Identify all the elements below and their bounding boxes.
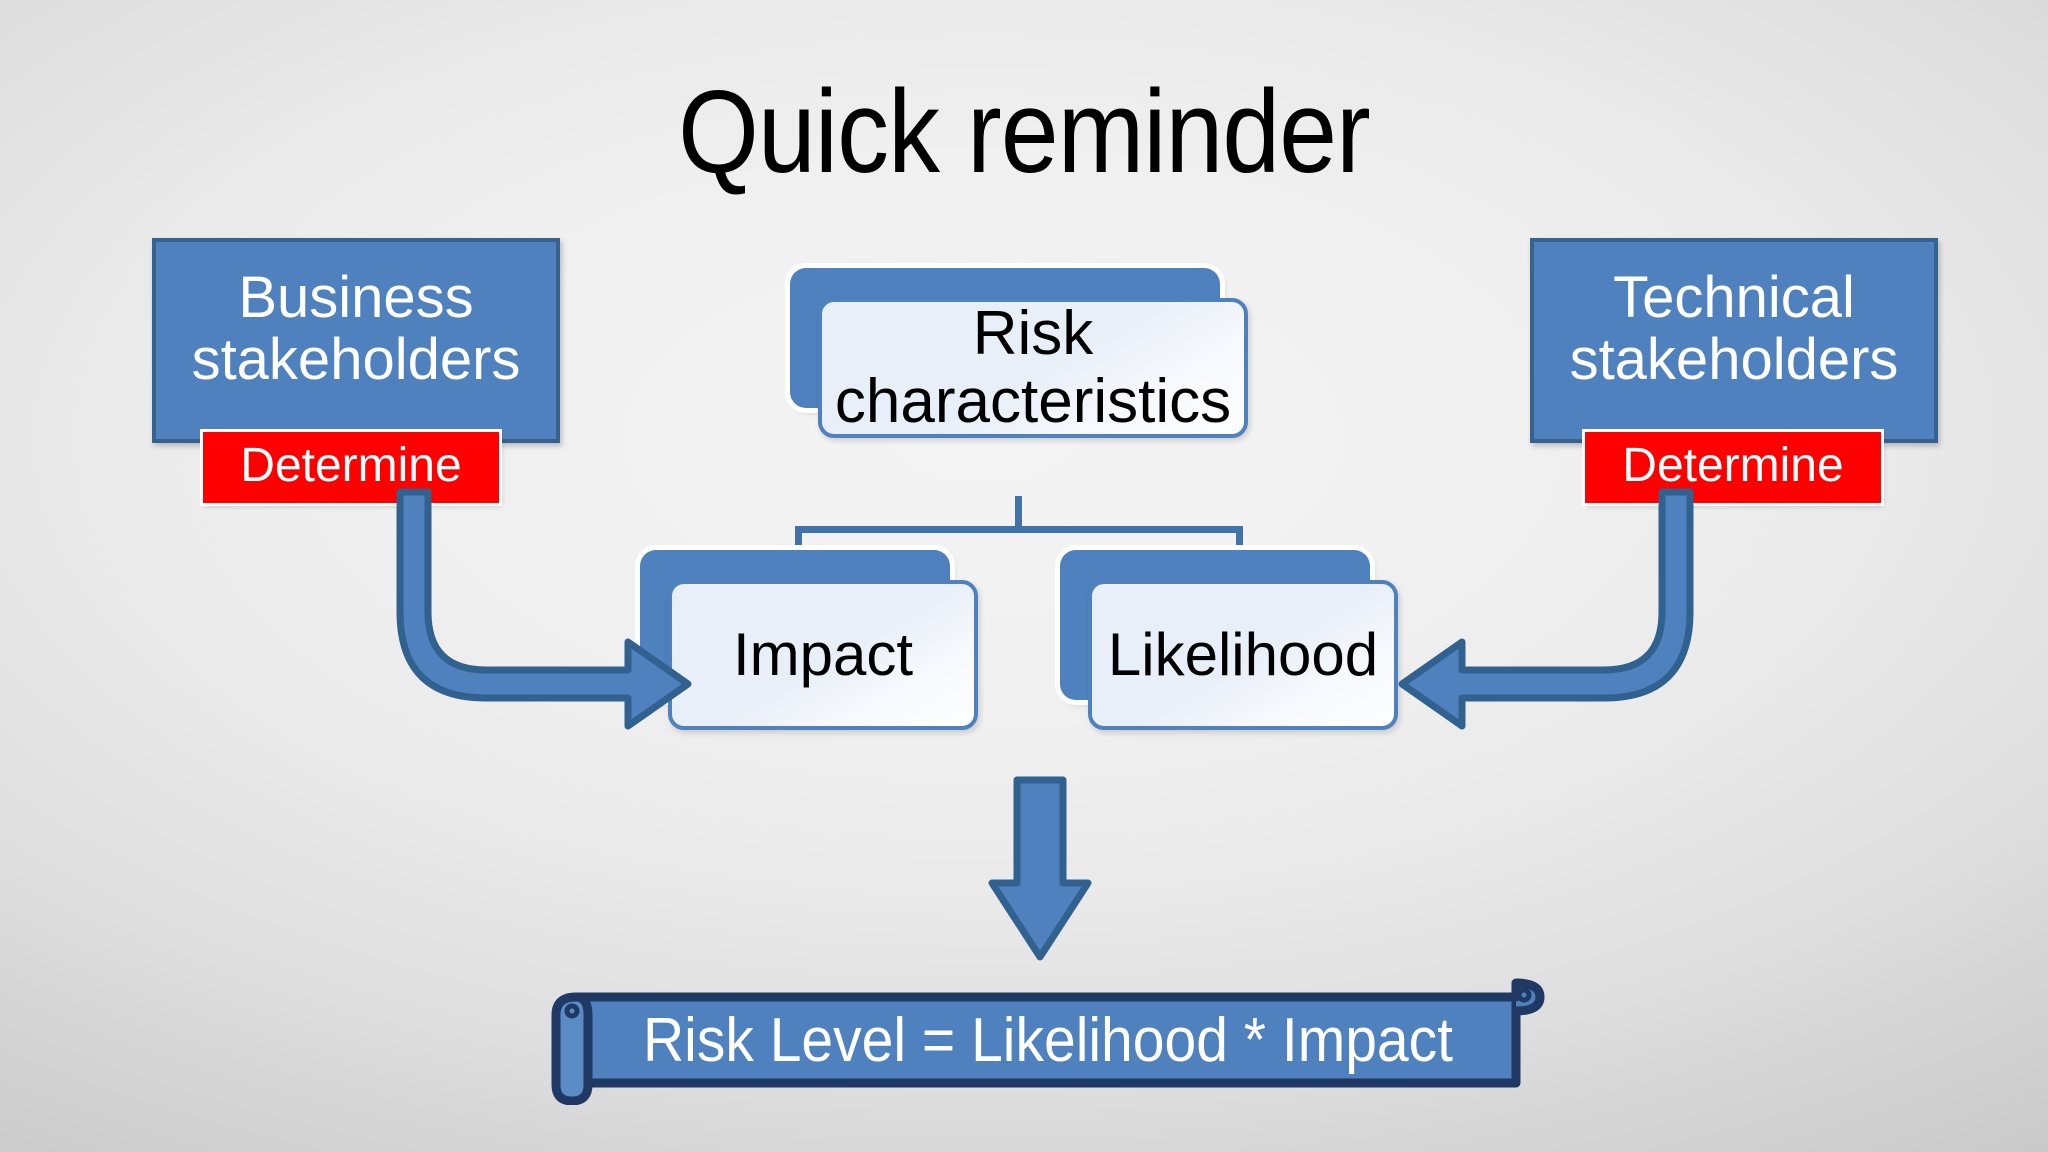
determine-badge-right[interactable]: Determine [1585,432,1881,503]
likelihood-node[interactable]: Likelihood [1060,550,1398,730]
connector-stem [1015,496,1022,532]
business-stakeholders-box[interactable]: Business stakeholders [152,238,560,443]
business-stakeholders-line2: stakeholders [191,326,521,392]
elbow-arrow-right-icon [396,488,692,730]
determine-badge-left[interactable]: Determine [203,432,499,503]
business-stakeholders-line1: Business [238,265,474,331]
risk-characteristics-node[interactable]: Risk characteristics [790,268,1248,438]
technical-stakeholders-label: Technical stakeholders [1542,267,1926,390]
risk-characteristics-line2: characteristics [834,367,1232,436]
technical-stakeholders-box[interactable]: Technical stakeholders [1530,238,1938,443]
elbow-arrow-left-icon [1398,488,1694,730]
risk-level-banner[interactable]: Risk Level = Likelihood * Impact [548,975,1548,1105]
impact-node[interactable]: Impact [640,550,978,730]
technical-stakeholders-line1: Technical [1613,265,1855,331]
determine-right-label: Determine [1622,439,1844,492]
risk-characteristics-line1: Risk [972,298,1094,368]
technical-stakeholders-line2: stakeholders [1569,326,1899,392]
likelihood-label: Likelihood [1088,580,1398,730]
scroll-banner-shape [551,978,1545,1105]
business-stakeholders-label: Business stakeholders [164,267,548,390]
arrow-down-icon [988,776,1092,961]
connector-drop-left [795,526,802,558]
connector-drop-right [1236,526,1243,558]
determine-left-label: Determine [240,439,462,492]
connector-horizontal [795,526,1243,533]
risk-characteristics-label: Risk characteristics [818,298,1248,438]
page-title: Quick reminder [678,66,1371,198]
risk-characteristics-text: Risk characteristics [834,298,1232,436]
impact-label: Impact [668,580,978,730]
